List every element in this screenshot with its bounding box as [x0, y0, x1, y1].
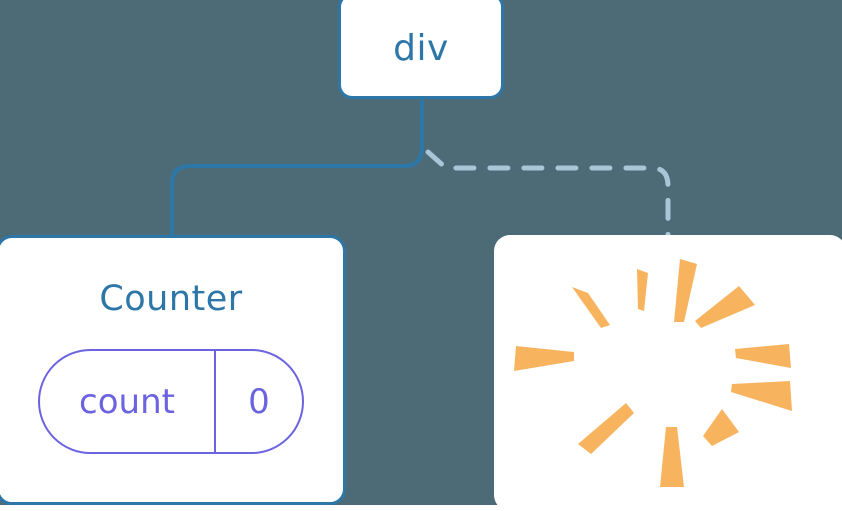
state-value-label: 0: [214, 351, 302, 452]
node-div-label: div: [393, 28, 449, 69]
edge-div-to-burst: [425, 149, 671, 239]
node-burst[interactable]: [494, 235, 842, 511]
node-div[interactable]: div: [338, 0, 504, 99]
node-counter[interactable]: Counter count 0: [0, 235, 346, 505]
state-key-label: count: [79, 381, 175, 422]
edge-div-to-counter: [170, 98, 424, 238]
node-counter-label: Counter: [99, 279, 243, 319]
state-badge-count[interactable]: count 0: [38, 349, 304, 454]
sparkle-burst-icon: [514, 259, 792, 487]
